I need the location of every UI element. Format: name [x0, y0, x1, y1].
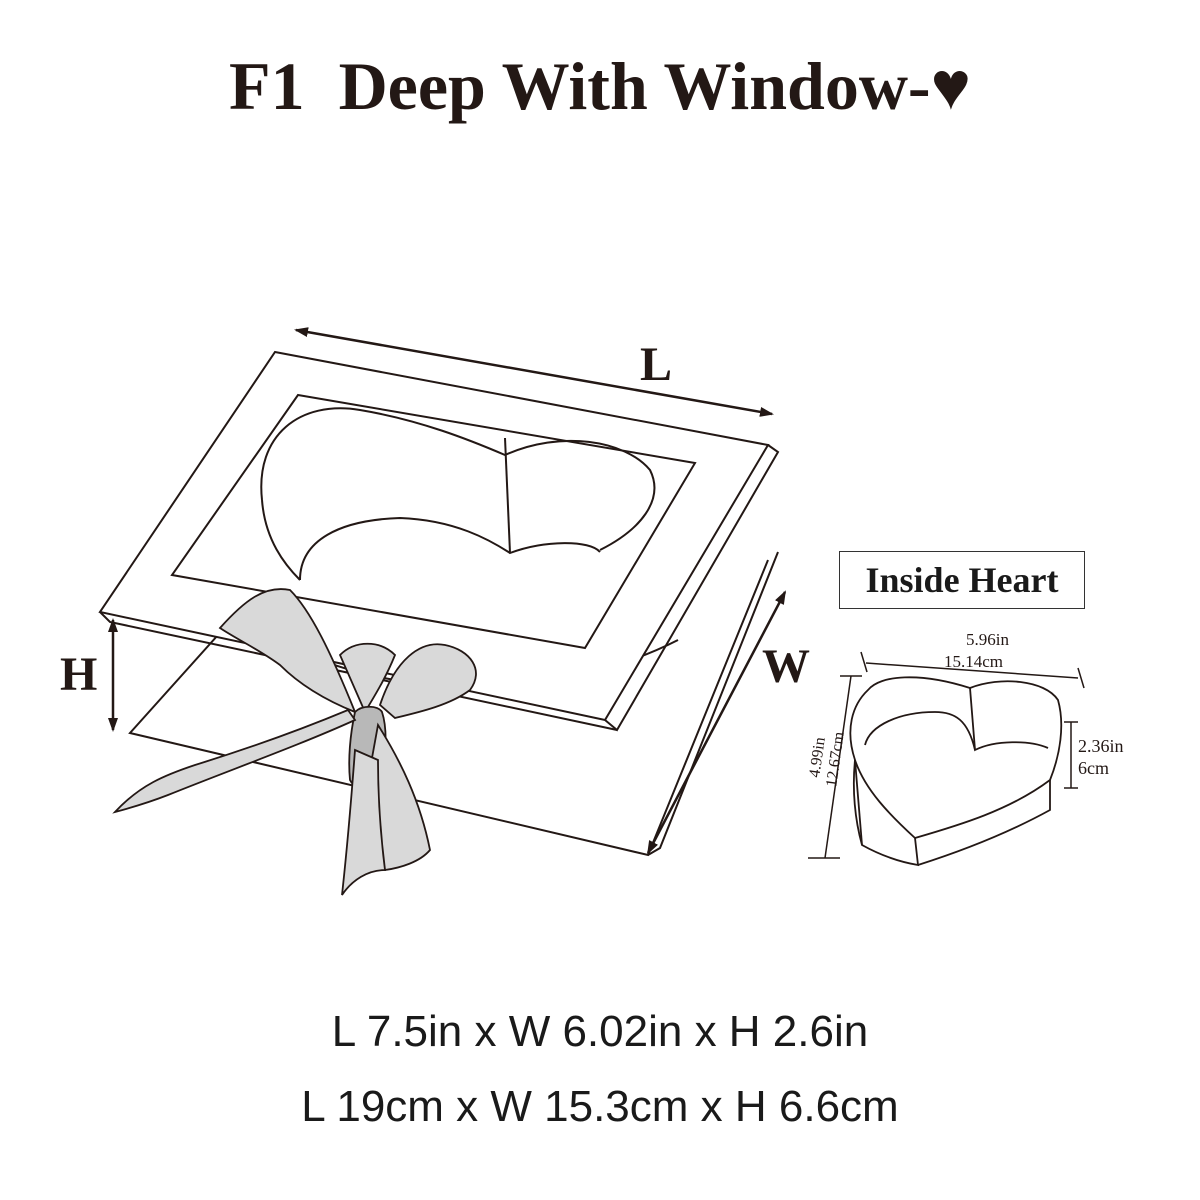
length-label: L: [640, 338, 672, 391]
length-arrow: [294, 327, 774, 417]
height-label: H: [60, 648, 97, 701]
inside-heart-drawing: [849, 676, 1063, 867]
page-title: F1 Deep With Window-♥: [229, 48, 971, 124]
inside-length-in: 5.96in: [966, 630, 1009, 649]
inside-width-in: 4.99in: [806, 736, 828, 778]
inside-height-in: 2.36in: [1078, 736, 1124, 756]
inside-heart-dimension-lines: [808, 651, 1085, 859]
width-label: W: [762, 640, 810, 693]
width-arrow: [646, 590, 787, 855]
dimensions-metric: L 19cm x W 15.3cm x H 6.6cm: [301, 1082, 899, 1131]
inside-heart-label: Inside Heart: [839, 551, 1085, 609]
inside-length-cm: 15.14cm: [944, 652, 1003, 671]
dimensions-imperial: L 7.5in x W 6.02in x H 2.6in: [331, 1007, 869, 1056]
ribbon-bow: [112, 588, 477, 896]
inside-height-cm: 6cm: [1078, 758, 1109, 778]
